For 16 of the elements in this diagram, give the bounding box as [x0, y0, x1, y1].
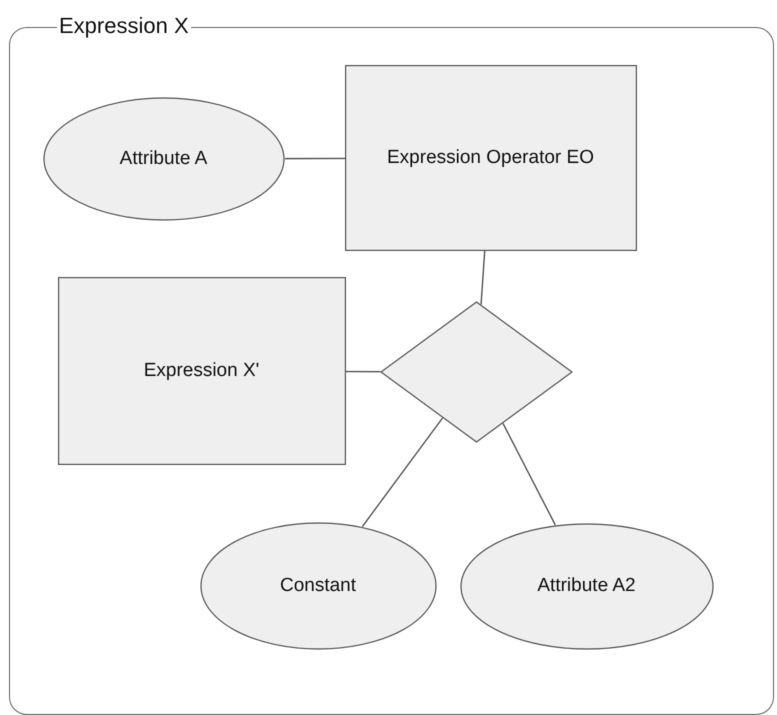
connector-line — [502, 423, 556, 526]
node-label: Expression X' — [144, 358, 260, 383]
connector-line — [346, 370, 380, 372]
entity-box — [344, 64, 636, 250]
attribute-ellipse — [42, 96, 284, 220]
connector-line — [285, 158, 345, 160]
entity-box — [58, 276, 346, 464]
connector-line — [362, 418, 444, 527]
node-label: Expression Operator EO — [387, 146, 594, 170]
node-label: Attribute A — [120, 146, 208, 171]
attribute-ellipse — [200, 522, 436, 650]
node-label: Constant — [280, 574, 356, 598]
node-label: Attribute A2 — [537, 574, 636, 598]
attribute-ellipse — [460, 522, 714, 650]
relationship-diamond — [380, 300, 572, 442]
connector-line — [480, 250, 486, 304]
